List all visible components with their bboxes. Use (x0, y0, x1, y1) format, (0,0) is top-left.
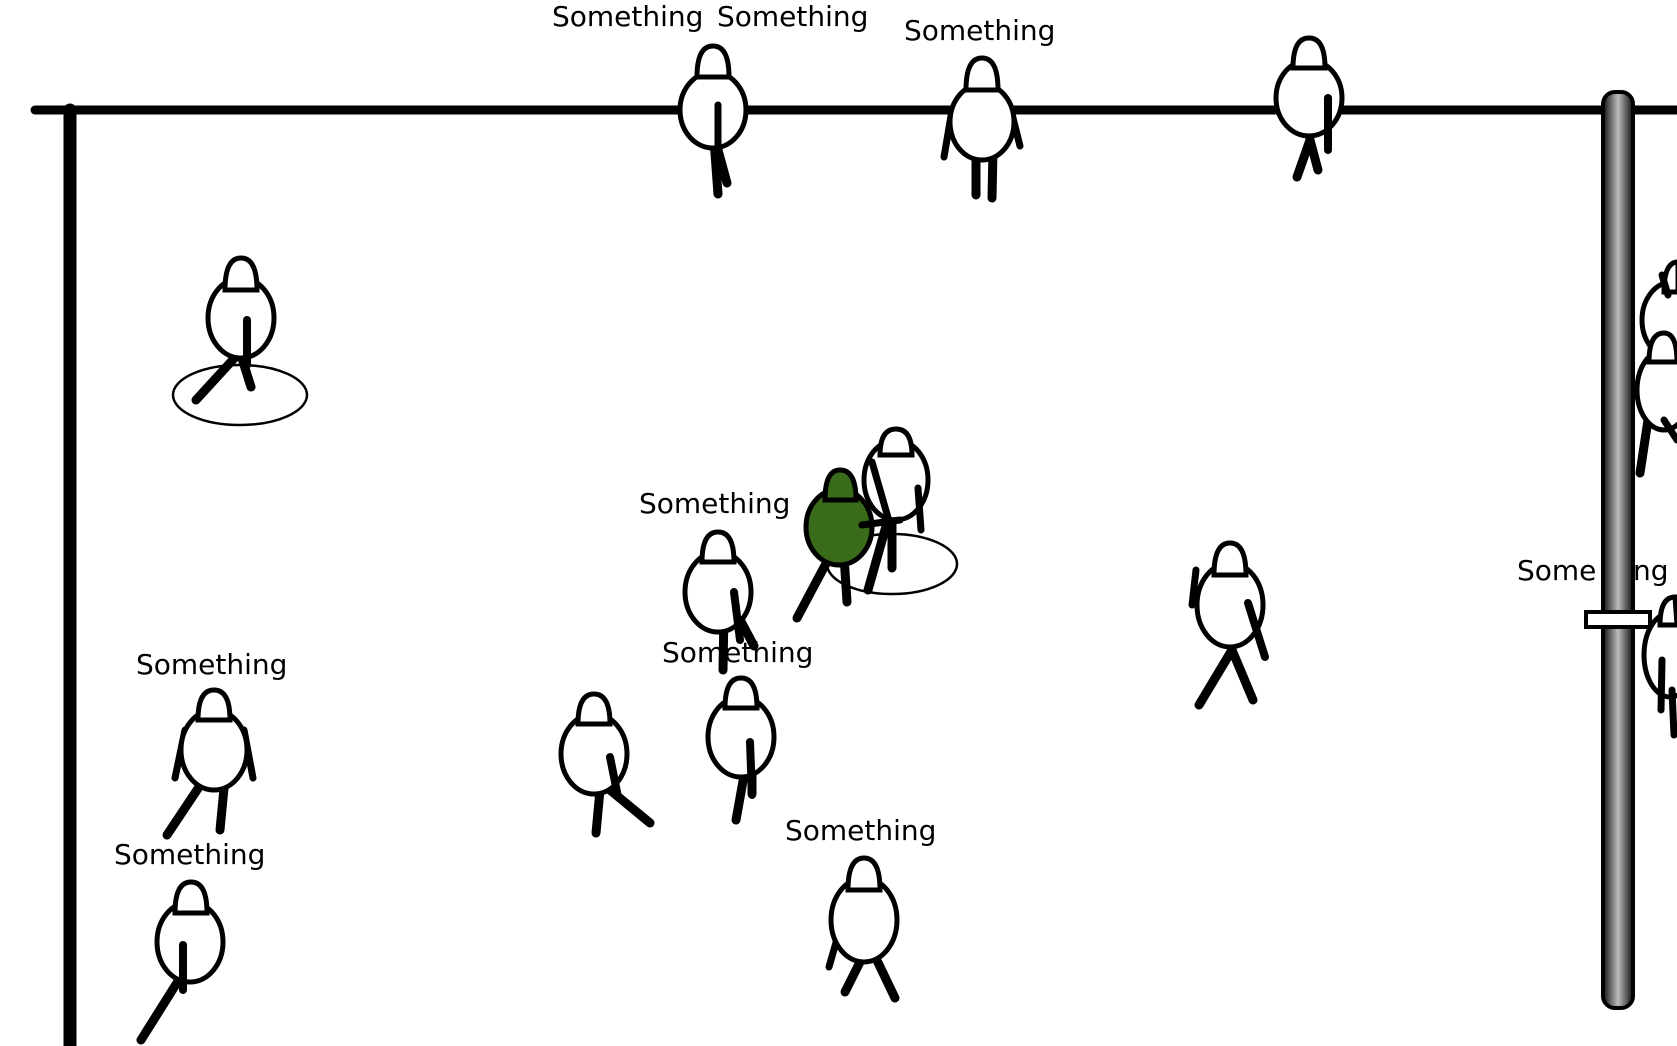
label-right-tail: ng (1633, 554, 1669, 587)
label-top-1: Something (552, 0, 703, 33)
label-bottom: Something (785, 814, 936, 847)
label-top-3: Something (904, 14, 1055, 47)
figure-center-green[interactable] (792, 467, 904, 623)
figure-far-left-2[interactable] (136, 879, 226, 1045)
figure-mid-left[interactable] (682, 529, 759, 675)
pole-bracket (1584, 610, 1652, 629)
figure-mid-low[interactable] (705, 675, 777, 825)
figure-far-left-1[interactable] (162, 687, 257, 840)
figure-top-right[interactable] (1273, 35, 1345, 182)
figure-top-mid[interactable] (940, 55, 1024, 203)
figure-right-edge-2[interactable] (1634, 330, 1677, 478)
figure-right-edge-3[interactable] (1641, 594, 1677, 739)
figure-top-left-edge[interactable] (677, 43, 749, 199)
label-top-2: Something (717, 0, 868, 33)
right-pole (1584, 90, 1652, 1010)
label-right: Some (1517, 554, 1596, 587)
label-left-2: Something (114, 838, 265, 871)
figure-right-mid[interactable] (1188, 540, 1269, 710)
figure-low-left[interactable] (558, 691, 655, 838)
label-left-1: Something (136, 648, 287, 681)
figure-bottom-mid[interactable] (825, 855, 900, 1003)
selection-ring (171, 363, 309, 427)
figure-left-ringed[interactable] (171, 255, 309, 427)
label-upper-mid: Something (639, 487, 790, 520)
